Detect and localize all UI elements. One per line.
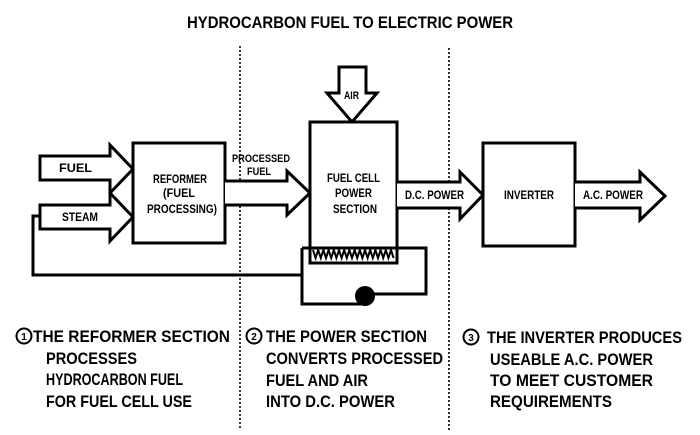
fuel-cell-block: FUEL CELL POWER SECTION (308, 120, 399, 265)
inverter-label: INVERTER (504, 188, 554, 202)
reformer-label-line-2: (FUEL (163, 186, 195, 200)
circled-number-1-icon (15, 327, 33, 345)
section-2-line-2: CONVERTS PROCESSED (266, 349, 443, 368)
section-2-line-4: INTO D.C. POWER (266, 392, 395, 411)
circled-number-3-icon (462, 328, 480, 346)
electrolyte-zigzag-icon (312, 246, 395, 262)
fuel-cell-label-line-3: SECTION (333, 202, 377, 216)
fuel-input-arrow: FUEL (38, 141, 136, 197)
section-number: 2 (251, 332, 257, 343)
section-2-line-1: THE POWER SECTION (266, 327, 427, 346)
fuel-input-label: FUEL (59, 161, 92, 175)
section-number: 1 (21, 332, 27, 343)
processed-fuel-arrow: PROCESSED FUEL (225, 153, 313, 219)
reformer-label-line-3: PROCESSING) (147, 202, 217, 216)
air-input-label: AIR (344, 90, 359, 102)
reformer-label-line-1: REFORMER (153, 172, 207, 186)
fuel-cell-label-line-2: POWER (335, 186, 372, 200)
section-1-line-3: HYDROCARBON FUEL (46, 370, 183, 389)
dc-power-arrow: D.C. POWER (397, 168, 486, 223)
section-3-line-2: USEABLE A.C. POWER (490, 350, 653, 369)
section-2-line-3: FUEL AND AIR (266, 371, 368, 390)
section-number: 3 (468, 333, 474, 344)
section-1-line-1: THE REFORMER SECTION (33, 327, 230, 346)
processed-fuel-label-line-1: PROCESSED (232, 153, 290, 165)
diagram-title: HYDROCARBON FUEL TO ELECTRIC POWER (187, 13, 513, 32)
section-1-line-2: PROCESSES (46, 349, 137, 368)
steam-input-label: STEAM (62, 210, 98, 224)
ac-power-arrow: A.C. POWER (575, 168, 668, 224)
section-3-line-4: REQUIREMENTS (490, 392, 612, 411)
circled-number-2-icon (245, 327, 263, 345)
load-node-icon (355, 286, 375, 306)
fuel-cell-label-line-1: FUEL CELL (327, 171, 380, 185)
section-1-line-4: FOR FUEL CELL USE (46, 392, 192, 411)
section-3-description: 3 THE INVERTER PRODUCES USEABLE A.C. POW… (462, 328, 682, 411)
reformer-block: REFORMER (FUEL PROCESSING) (131, 141, 227, 245)
ac-power-label: A.C. POWER (583, 188, 643, 202)
section-3-line-3: TO MEET CUSTOMER (490, 371, 653, 390)
processed-fuel-label-line-2: FUEL (247, 166, 271, 178)
dc-power-label: D.C. POWER (405, 188, 464, 202)
section-3-line-1: THE INVERTER PRODUCES (487, 328, 682, 347)
air-input-arrow: AIR (323, 65, 381, 125)
section-1-description: 1 THE REFORMER SECTION PROCESSES HYDROCA… (15, 327, 230, 411)
inverter-block: INVERTER (481, 141, 577, 248)
section-2-description: 2 THE POWER SECTION CONVERTS PROCESSED F… (245, 327, 443, 411)
steam-input-arrow: STEAM (38, 189, 136, 245)
feedback-line (31, 214, 302, 277)
